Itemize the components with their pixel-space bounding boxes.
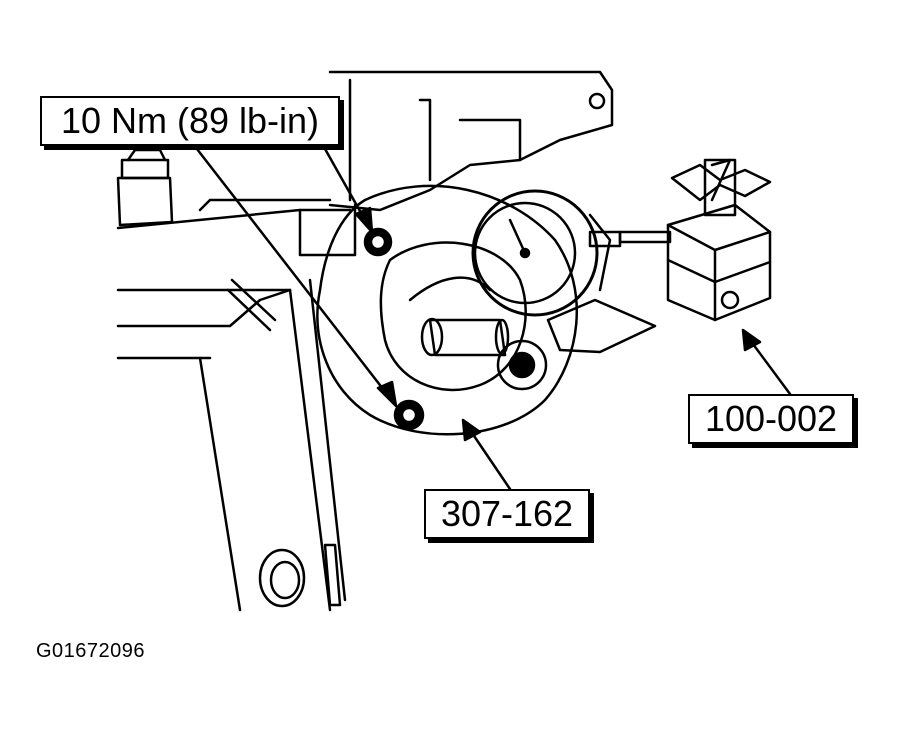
figure-id: G01672096 — [36, 640, 146, 662]
arrow-to-upper-bolt — [318, 138, 367, 222]
arrow-head-upper-bolt — [354, 206, 374, 234]
arrow-to-base — [748, 338, 792, 396]
arrow-head-lower-bolt — [376, 380, 398, 408]
magnetic-base — [666, 158, 772, 322]
tool-100-002-callout: 100-002 — [688, 394, 854, 444]
arrow-head-adapter — [461, 418, 482, 442]
adapter-flange — [316, 184, 579, 436]
dial-indicator — [408, 189, 672, 354]
leader-arrows — [188, 138, 792, 491]
arrow-to-adapter — [468, 428, 512, 491]
torque-callout: 10 Nm (89 lb-in) — [40, 96, 340, 146]
arrow-head-base — [741, 328, 762, 352]
tool-307-162-callout: 307-162 — [424, 489, 590, 539]
arrow-to-lower-bolt — [188, 138, 392, 400]
